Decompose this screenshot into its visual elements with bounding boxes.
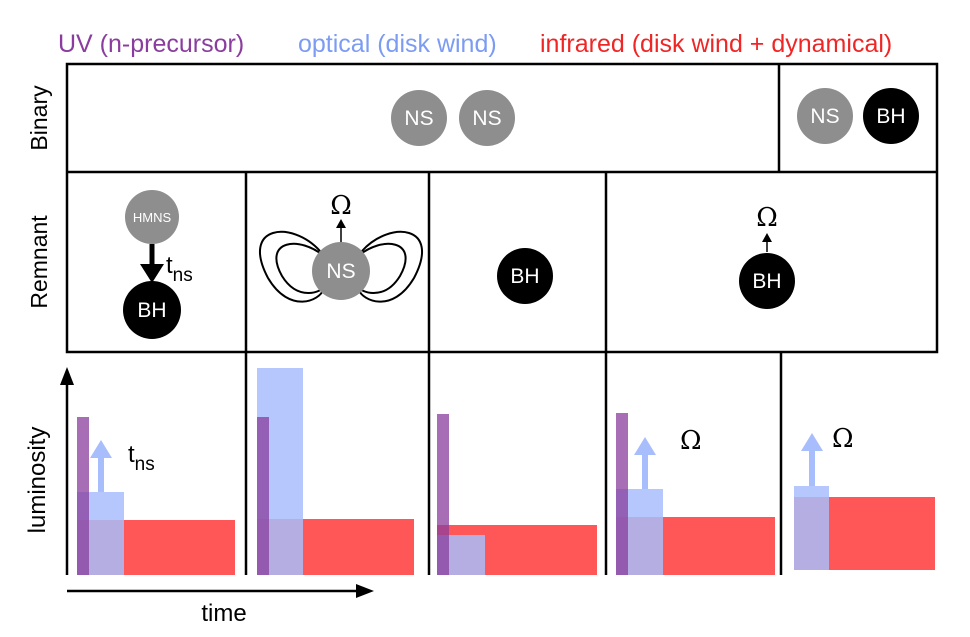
- x-axis-label: time: [201, 600, 246, 627]
- ns-label: NS: [810, 105, 839, 128]
- spin-arrow-icon: [762, 233, 772, 242]
- lightcurve-panel-spinning-bh: Ω: [616, 413, 775, 575]
- hmns-label: HMNS: [133, 210, 172, 225]
- binary-ns-bh: NS BH: [797, 88, 919, 144]
- omega-label: Ω: [832, 424, 854, 454]
- optical-bar: [794, 486, 829, 570]
- lightcurve-panel-magnetar: [257, 368, 414, 575]
- bh-label: BH: [752, 270, 781, 293]
- bh-label: BH: [876, 105, 905, 128]
- legend-infrared: infrared (disk wind + dynamical): [540, 30, 892, 58]
- omega-label: Ω: [680, 426, 702, 456]
- arrow-up-icon: [60, 367, 74, 385]
- row-label-binary: Binary: [26, 85, 52, 151]
- x-axis: [67, 584, 374, 598]
- legend-uv: UV (n-precursor): [58, 30, 244, 58]
- ns-label: NS: [472, 107, 501, 130]
- neutron-star-icon: [391, 90, 447, 146]
- tns-label: tns: [128, 441, 155, 475]
- ns-label: NS: [326, 260, 355, 283]
- arrow-up-icon: [801, 433, 823, 451]
- uv-bar: [616, 413, 628, 575]
- black-hole-icon: [739, 253, 795, 309]
- neutron-star-icon: [459, 90, 515, 146]
- y-axis-label: luminosity: [24, 427, 51, 534]
- table-grid: [65, 62, 939, 575]
- remnant-hmns-collapse: HMNS tns BH: [123, 190, 193, 339]
- black-hole-icon: [497, 248, 553, 304]
- arrow-up-icon: [90, 440, 112, 458]
- row-label-remnant: Remnant: [26, 215, 52, 309]
- hmns-icon: [125, 190, 179, 244]
- lightcurve-panel-ns-bh: Ω: [794, 424, 935, 570]
- uv-bar: [77, 417, 89, 575]
- remnant-spinning-bh: Ω BH: [739, 203, 795, 309]
- ns-label: NS: [404, 107, 433, 130]
- legend-optical: optical (disk wind): [298, 30, 497, 58]
- black-hole-icon: [863, 88, 919, 144]
- omega-label: Ω: [330, 191, 352, 221]
- tns-label: tns: [166, 252, 193, 286]
- magnetic-field-lines-icon: [259, 230, 423, 303]
- omega-label: Ω: [756, 203, 778, 233]
- lightcurve-panel-hmns: tns: [77, 417, 235, 575]
- remnant-magnetar: NS Ω: [259, 191, 423, 303]
- neutron-star-icon: [797, 88, 853, 144]
- binary-ns-ns: NS NS: [391, 90, 515, 146]
- uv-bar: [257, 417, 269, 575]
- spin-arrow-icon: [336, 219, 346, 228]
- y-axis: [60, 367, 74, 575]
- black-hole-icon: [123, 281, 181, 339]
- remnant-bh: BH: [497, 248, 553, 304]
- bh-label: BH: [510, 265, 539, 288]
- arrow-right-icon: [356, 584, 374, 598]
- bh-label: BH: [137, 299, 166, 322]
- lightcurve-panel-bh: [437, 414, 597, 575]
- arrow-up-icon: [634, 437, 656, 455]
- neutron-star-icon: [312, 242, 370, 300]
- uv-bar: [437, 414, 449, 575]
- collapse-arrow-icon: [140, 264, 164, 283]
